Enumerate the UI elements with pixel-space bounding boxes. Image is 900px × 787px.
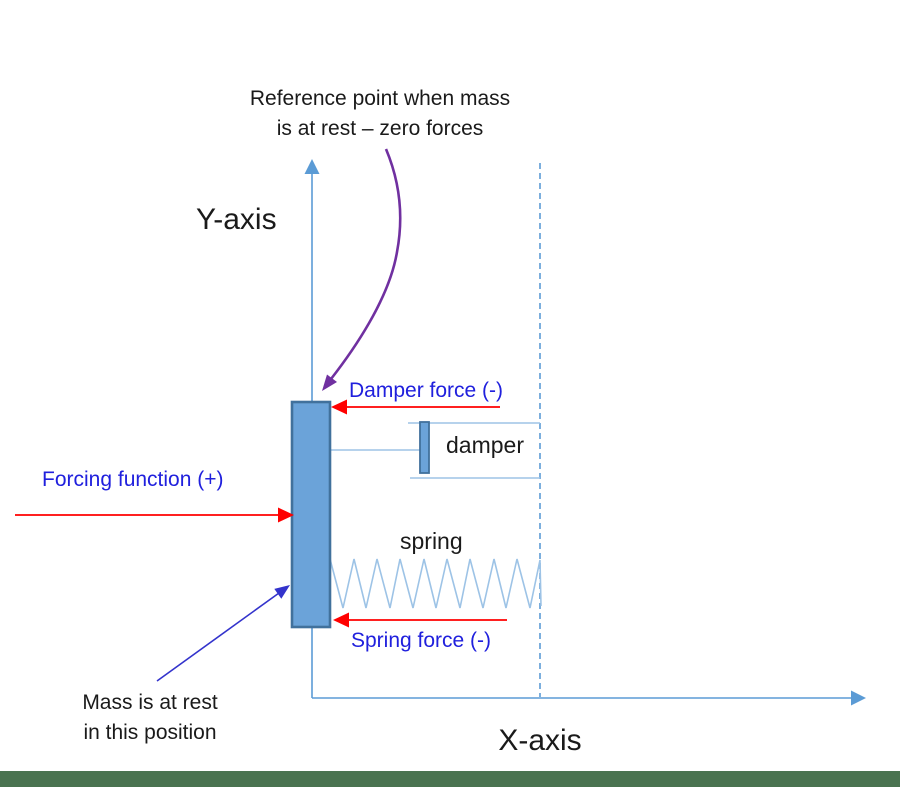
spring-force-arrow: [333, 612, 507, 628]
reference-note-line1: Reference point when mass: [249, 87, 511, 110]
spring-label: spring: [400, 528, 463, 554]
reference-pointer-arrowhead-icon: [322, 374, 337, 391]
damper-assembly: [330, 421, 540, 479]
mass-note-line2: in this position: [83, 721, 217, 744]
forcing-arrowhead-icon: [278, 507, 294, 523]
spring-force-label: Spring force (-): [351, 629, 492, 652]
x-axis-label: X-axis: [498, 724, 582, 757]
mass-pointer-arrowhead-icon: [274, 585, 290, 599]
reference-note-line2: is at rest – zero forces: [276, 117, 484, 140]
y-axis-arrowhead-icon: [304, 159, 320, 174]
damper-force-label: Damper force (-): [349, 379, 504, 402]
spring-coil: [329, 558, 542, 609]
mass-note: Mass is at rest in this position: [55, 688, 245, 748]
x-axis-arrowhead-icon: [851, 690, 866, 706]
footer-bar: [0, 771, 900, 787]
spring-force-arrowhead-icon: [333, 612, 349, 628]
damper-piston: [419, 421, 430, 474]
damper-label: damper: [446, 432, 524, 458]
forcing-function-arrow: [15, 507, 294, 523]
reference-pointer-curve: [322, 148, 402, 391]
reference-note: Reference point when mass is at rest – z…: [219, 84, 541, 144]
x-axis: [312, 690, 866, 706]
damper-force-arrowhead-icon: [331, 399, 347, 415]
damper-force-arrow: [331, 399, 500, 415]
mass-block: [290, 400, 332, 629]
forcing-function-label: Forcing function (+): [42, 468, 224, 491]
mass-note-line1: Mass is at rest: [82, 691, 218, 714]
mass-position-pointer: [156, 585, 290, 682]
y-axis-label: Y-axis: [196, 203, 277, 236]
